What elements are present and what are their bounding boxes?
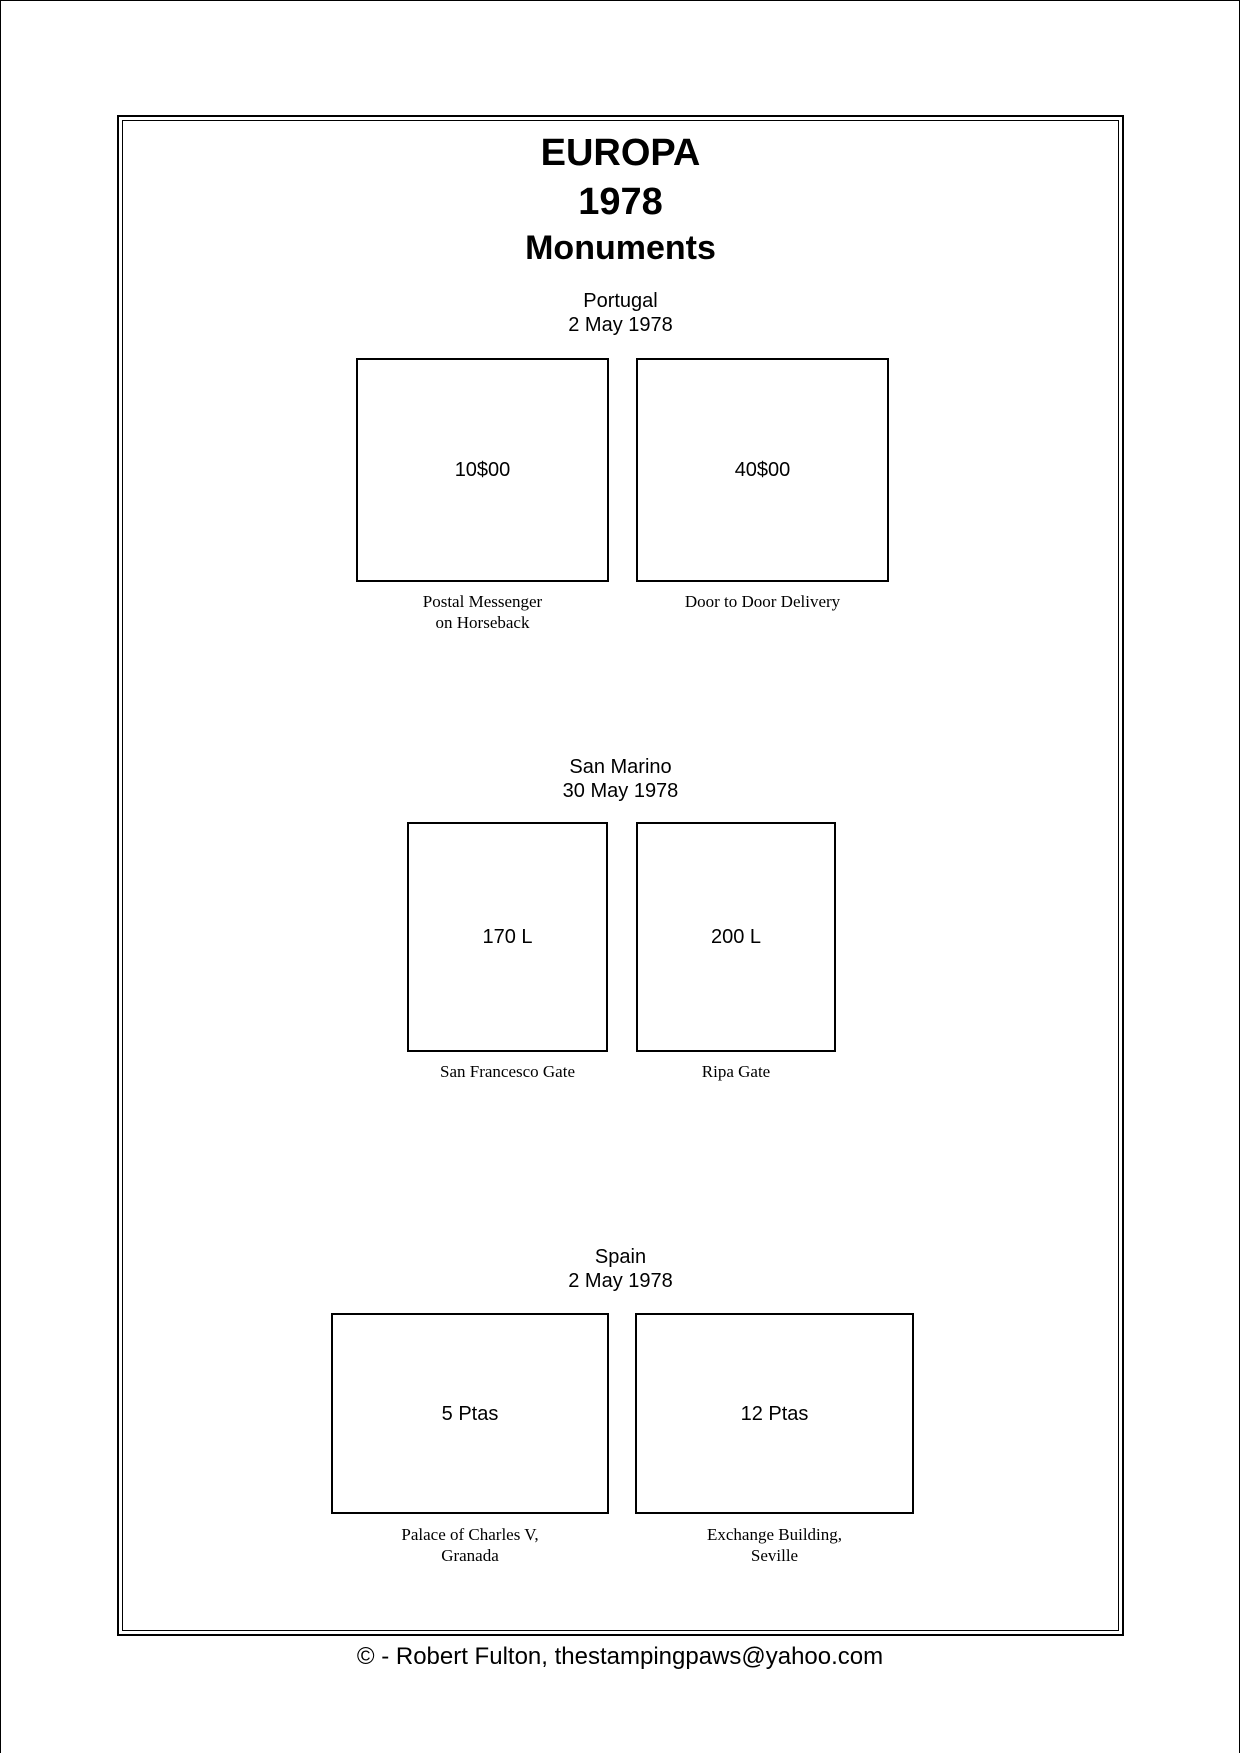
caption-line: Exchange Building,	[706, 1525, 843, 1544]
caption-line: Granada	[441, 1546, 499, 1565]
copyright-footer: © - Robert Fulton, thestampingpaws@yahoo…	[356, 1643, 884, 1670]
stamp-denomination: 10$00	[454, 459, 511, 481]
caption-line: Palace of Charles V,	[401, 1525, 539, 1544]
stamp-space-san-marino-2: 200 L	[636, 822, 836, 1052]
caption-line: Door to Door Delivery	[684, 592, 841, 611]
caption-line: Postal Messenger	[422, 592, 543, 611]
stamp-space-spain-2: 12 Ptas	[635, 1313, 914, 1514]
stamp-denomination: 200 L	[710, 926, 762, 948]
stamp-space-portugal-1: 10$00	[356, 358, 609, 582]
stamp-denomination: 5 Ptas	[441, 1402, 499, 1425]
stamp-caption-san-marino-2: Ripa Gate	[636, 1061, 836, 1082]
stamp-caption-portugal-1: Postal Messenger on Horseback	[356, 591, 609, 633]
album-page-outer-border	[117, 115, 1124, 1636]
stamp-denomination: 40$00	[734, 459, 791, 481]
section-country-san-marino: San Marino	[569, 756, 672, 778]
section-date-spain: 2 May 1978	[568, 1270, 673, 1292]
section-date-portugal: 2 May 1978	[568, 314, 673, 336]
section-date-san-marino: 30 May 1978	[562, 780, 679, 802]
section-country-portugal: Portugal	[583, 290, 658, 312]
stamp-caption-spain-1: Palace of Charles V, Granada	[331, 1524, 609, 1566]
stamp-denomination: 12 Ptas	[740, 1402, 809, 1425]
stamp-caption-spain-2: Exchange Building, Seville	[635, 1524, 914, 1566]
page-title-theme: Monuments	[525, 229, 716, 267]
caption-line: San Francesco Gate	[439, 1062, 575, 1081]
stamp-caption-portugal-2: Door to Door Delivery	[636, 591, 889, 612]
stamp-space-san-marino-1: 170 L	[407, 822, 608, 1052]
caption-line: Ripa Gate	[701, 1062, 771, 1081]
caption-line: on Horseback	[435, 613, 530, 632]
stamp-denomination: 170 L	[482, 926, 533, 948]
page-title-europa: EUROPA	[540, 132, 701, 174]
page-title-year: 1978	[578, 181, 663, 223]
section-country-spain: Spain	[594, 1246, 647, 1268]
album-page-inner-border	[122, 120, 1119, 1631]
stamp-space-portugal-2: 40$00	[636, 358, 889, 582]
stamp-space-spain-1: 5 Ptas	[331, 1313, 609, 1514]
stamp-caption-san-marino-1: San Francesco Gate	[407, 1061, 608, 1082]
caption-line: Seville	[750, 1546, 799, 1565]
